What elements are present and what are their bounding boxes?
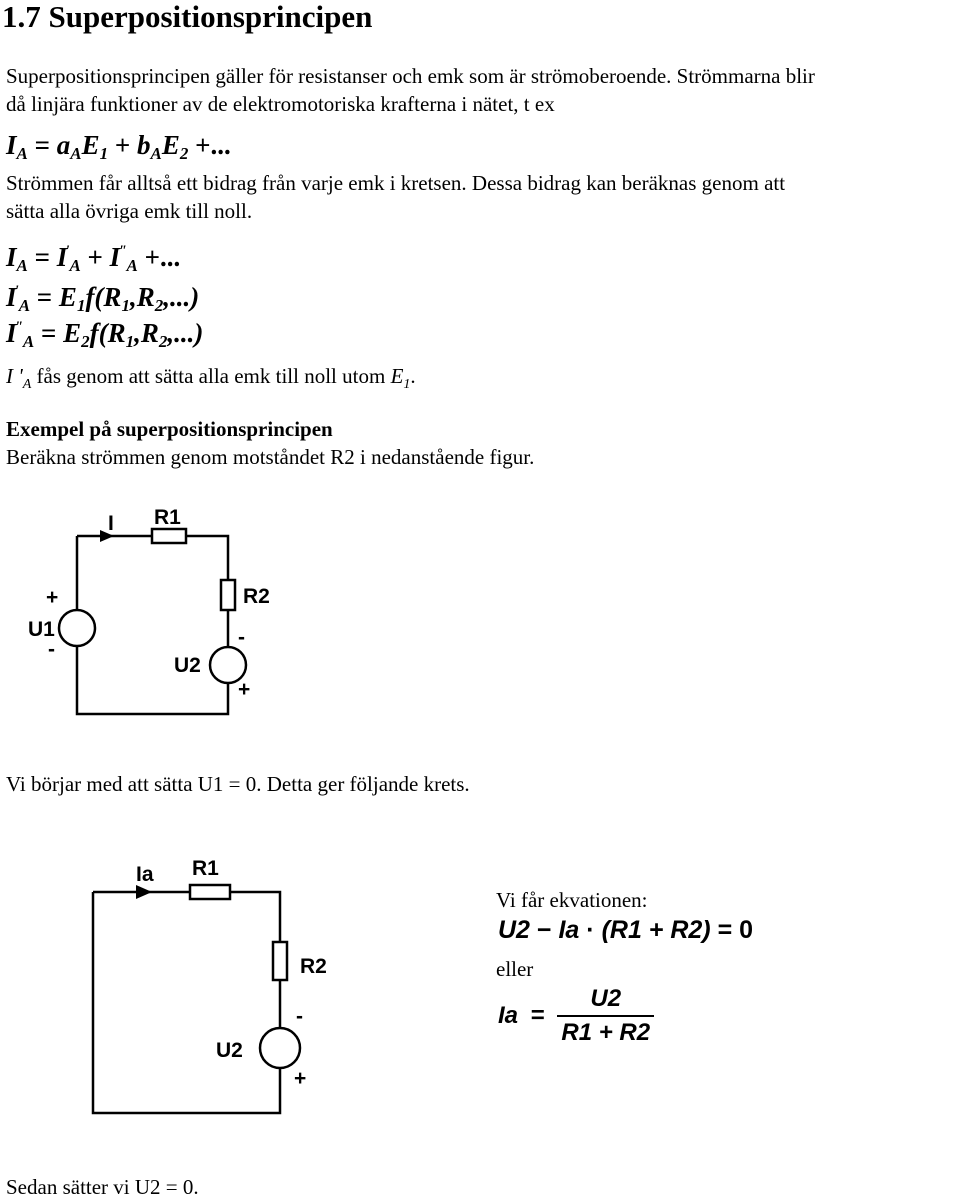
circuit2-u2-plus: + xyxy=(294,1067,306,1090)
circuit1-r1-label: R1 xyxy=(154,506,181,529)
resistor-r1 xyxy=(150,527,188,545)
resistor-r1 xyxy=(188,883,232,901)
equation-ia-solution: Ia = U2 R1 + R2 xyxy=(498,985,655,1047)
current-arrow-icon xyxy=(136,885,152,899)
circuit2-current-label: Ia xyxy=(136,863,154,886)
example-heading: Exempel på superpositionsprincipen xyxy=(6,417,333,441)
voltage-source-u2 xyxy=(208,645,248,685)
resistor-r2 xyxy=(271,940,289,982)
circuit1-u2-minus: - xyxy=(238,626,245,649)
step2-text: Sedan sätter vi U2 = 0. xyxy=(6,1175,199,1199)
resistor-r2 xyxy=(219,578,237,612)
intro-line-1: Superpositionsprincipen gäller för resis… xyxy=(6,64,815,88)
equation-sum-of-contributions: IA = I'A + I"A +... xyxy=(6,242,181,275)
equation-kvl: U2 − Ia · (R1 + R2) = 0 xyxy=(498,916,754,944)
page-title: 1.7 Superpositionsprincipen xyxy=(2,0,373,34)
example-task: Beräkna strömmen genom motståndet R2 i n… xyxy=(6,445,535,469)
para2-line-1: Strömmen får alltså ett bidrag från varj… xyxy=(6,171,786,195)
circuit1-current-label: I xyxy=(108,512,114,535)
equation-linear-combination: IA = aAE1 + bAE2 +... xyxy=(6,130,231,163)
circuit1-u2-plus: + xyxy=(238,678,250,701)
circuit2-r1-label: R1 xyxy=(192,857,219,880)
result-or: eller xyxy=(496,957,534,981)
circuit1-r2-label: R2 xyxy=(243,585,270,608)
circuit2-u2-minus: - xyxy=(296,1005,303,1028)
current-arrow-icon xyxy=(100,530,114,542)
circuit-diagram-2: Ia R1 R2 - U2 + xyxy=(91,857,327,1115)
voltage-source-u1 xyxy=(57,608,97,648)
circuit1-u1-label: U1 xyxy=(28,618,55,641)
result-intro: Vi får ekvationen: xyxy=(496,888,648,912)
equation-first-contribution: I'A = E1f(R1,R2,...) xyxy=(6,282,200,315)
para2-line-2: sätta alla övriga emk till noll. xyxy=(6,199,253,223)
circuit2-r2-label: R2 xyxy=(300,955,327,978)
equation-second-contribution: I"A = E2f(R1,R2,...) xyxy=(6,318,204,351)
step1-text: Vi börjar med att sätta U1 = 0. Detta ge… xyxy=(6,772,470,796)
circuit1-u1-minus: - xyxy=(48,638,55,661)
note-line: I 'A fås genom att sätta alla emk till n… xyxy=(6,364,416,393)
circuit-diagram-1: I R1 R2 + U1 - - U2 + xyxy=(28,506,270,716)
circuit1-u2-label: U2 xyxy=(174,654,201,677)
circuit2-u2-label: U2 xyxy=(216,1039,243,1062)
voltage-source-u2 xyxy=(258,1026,302,1070)
intro-line-2: då linjära funktioner av de elektromotor… xyxy=(6,92,555,116)
circuit1-u1-plus: + xyxy=(46,586,58,609)
